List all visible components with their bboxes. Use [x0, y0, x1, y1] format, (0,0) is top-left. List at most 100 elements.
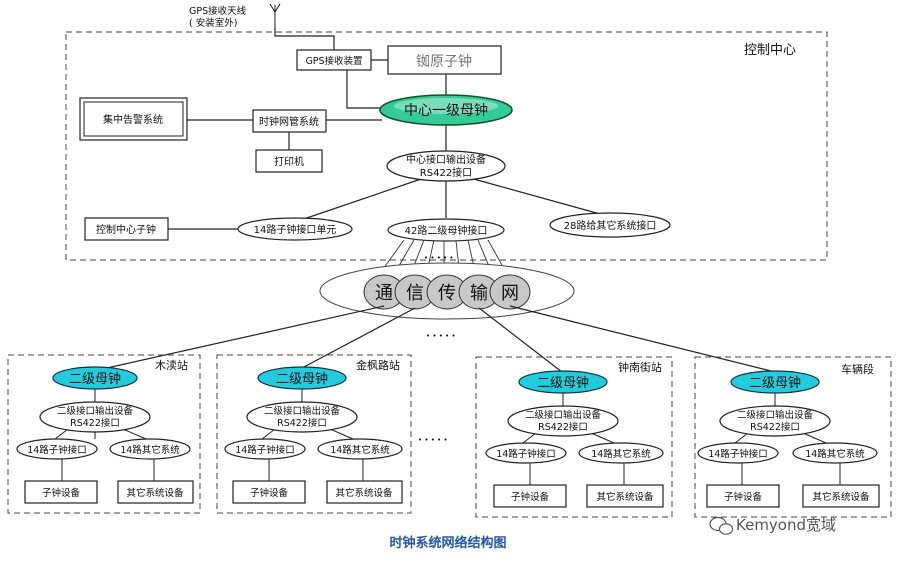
stations-ellipsis: • • • • • [418, 436, 448, 444]
slave-port [485, 442, 567, 464]
slave-port-label: 14路子钟接口 [496, 448, 556, 460]
antenna-location-label: ( 安装室外) [189, 17, 237, 29]
station-interface-label: 二级接口输出设备 [264, 405, 341, 417]
other-port [317, 438, 403, 460]
rubidium-clock [387, 45, 502, 75]
slave-device [706, 484, 780, 508]
station-boundary [216, 354, 412, 514]
station-name: 钟南街站 [618, 360, 662, 374]
slave-port [224, 438, 306, 460]
network-ellipsis: • • • • • [426, 332, 456, 340]
control-center-label: 控制中心 [744, 43, 796, 58]
station-zhongnanjie: 钟南街站 二级母钟 二级接口输出设备 RS422接口 14路子钟接口 14路其它… [475, 356, 673, 518]
station-name: 车辆段 [841, 362, 874, 376]
other-device [802, 484, 880, 508]
station-boundary [694, 356, 892, 518]
station-interface-port: RS422接口 [277, 417, 327, 429]
secondary-clock [52, 366, 138, 390]
station-name: 木渎站 [155, 358, 188, 372]
clock-nms-label: 时钟网管系统 [259, 115, 319, 128]
rubidium-clock-label: 铷原子钟 [416, 53, 472, 70]
secondary-clock [730, 370, 820, 394]
master-clock [379, 94, 513, 126]
comm-network-char: 传 [438, 283, 456, 304]
other-device [117, 480, 194, 504]
slave-device [493, 484, 567, 508]
station-interface [246, 401, 358, 433]
antenna-label: GPS接收天线 [189, 5, 247, 17]
slave-port-label: 14路子钟接口 [235, 444, 295, 456]
printer [255, 149, 323, 173]
station-name: 金枫路站 [356, 358, 400, 372]
station-boundary [7, 354, 201, 514]
secondary-interface-42-label: 42路二级母钟接口 [405, 224, 488, 237]
other-device-label: 其它系统设备 [335, 487, 393, 499]
station-muduzhan: 木渎站 二级母钟 二级接口输出设备 RS422接口 14路子钟接口 14路其它系… [7, 354, 201, 514]
station-interface-label: 二级接口输出设备 [737, 409, 814, 421]
slave-device [232, 480, 306, 504]
slave-port-label: 14路子钟接口 [27, 444, 87, 456]
other-port-label: 14路其它系统 [120, 444, 180, 456]
comm-network-node [489, 274, 531, 310]
station-interface-port: RS422接口 [538, 421, 588, 433]
comm-network-char: 通 [375, 283, 393, 304]
master-clock-highlight [394, 98, 498, 114]
center-interface-port: RS422接口 [420, 166, 472, 179]
comm-network-char: 信 [406, 283, 424, 304]
station-interface-port: RS422接口 [750, 421, 800, 433]
wechat-icon [709, 516, 734, 535]
slave-port-label: 14路子钟接口 [708, 448, 768, 460]
station-jinfenglu: 金枫路站 二级母钟 二级接口输出设备 RS422接口 14路子钟接口 14路其它… [216, 354, 412, 514]
comm-network-char: 网 [501, 283, 519, 304]
slave-port [697, 442, 779, 464]
other-device-label: 其它系统设备 [596, 491, 654, 503]
diagram-title: 时钟系统网络结构图 [389, 535, 506, 551]
station-interface-label: 二级接口输出设备 [525, 409, 602, 421]
other-port [109, 438, 191, 460]
other-device-label: 其它系统设备 [126, 487, 184, 499]
alarm-system-label: 集中告警系统 [103, 113, 163, 126]
gps-receiver [296, 49, 372, 71]
secondary-interface-42 [387, 218, 505, 242]
slave-interface-14-label: 14路子钟接口单元 [254, 223, 337, 236]
comm-network: 通 信 传 输 网 [363, 274, 531, 310]
clock-nms [252, 109, 327, 133]
control-center-boundary [65, 31, 828, 261]
station-interface [39, 401, 151, 433]
center-interface-label: 中心接口输出设备 [406, 153, 486, 166]
center-interface [386, 150, 506, 182]
printer-label: 打印机 [274, 155, 304, 168]
alarm-system [83, 101, 184, 137]
other-port [792, 442, 878, 464]
center-slave-clock [84, 217, 169, 241]
fan-ellipsis-top: • • • • • [424, 254, 454, 262]
other-port-label: 14路其它系统 [591, 448, 651, 460]
other-port-label: 14路其它系统 [330, 444, 390, 456]
slave-port [16, 438, 98, 460]
station-interface [719, 405, 831, 437]
secondary-clock [257, 366, 347, 390]
other-device-label: 其它系统设备 [812, 491, 870, 503]
slave-device-label: 子钟设备 [250, 487, 289, 499]
other-interface-28 [549, 212, 671, 238]
station-boundary [475, 356, 673, 518]
other-port [578, 442, 664, 464]
comm-network-char: 输 [470, 283, 488, 304]
gps-receiver-label: GPS接收装置 [305, 55, 362, 67]
other-port-label: 14路其它系统 [805, 448, 865, 460]
secondary-clock-label: 二级母钟 [276, 371, 328, 387]
slave-interface-14 [237, 217, 353, 241]
station-interface [507, 405, 619, 437]
secondary-clock-label: 二级母钟 [537, 375, 589, 391]
secondary-clock-label: 二级母钟 [749, 375, 801, 391]
watermark: Kemyond宽域 [736, 516, 836, 534]
slave-device-label: 子钟设备 [724, 491, 763, 503]
station-interface-label: 二级接口输出设备 [57, 405, 134, 417]
secondary-clock [518, 370, 608, 394]
other-device [586, 484, 664, 508]
other-interface-28-label: 28路给其它系统接口 [564, 219, 657, 232]
center-slave-clock-label: 控制中心子钟 [96, 223, 156, 236]
antenna-icon [269, 3, 281, 28]
station-links [97, 305, 776, 373]
